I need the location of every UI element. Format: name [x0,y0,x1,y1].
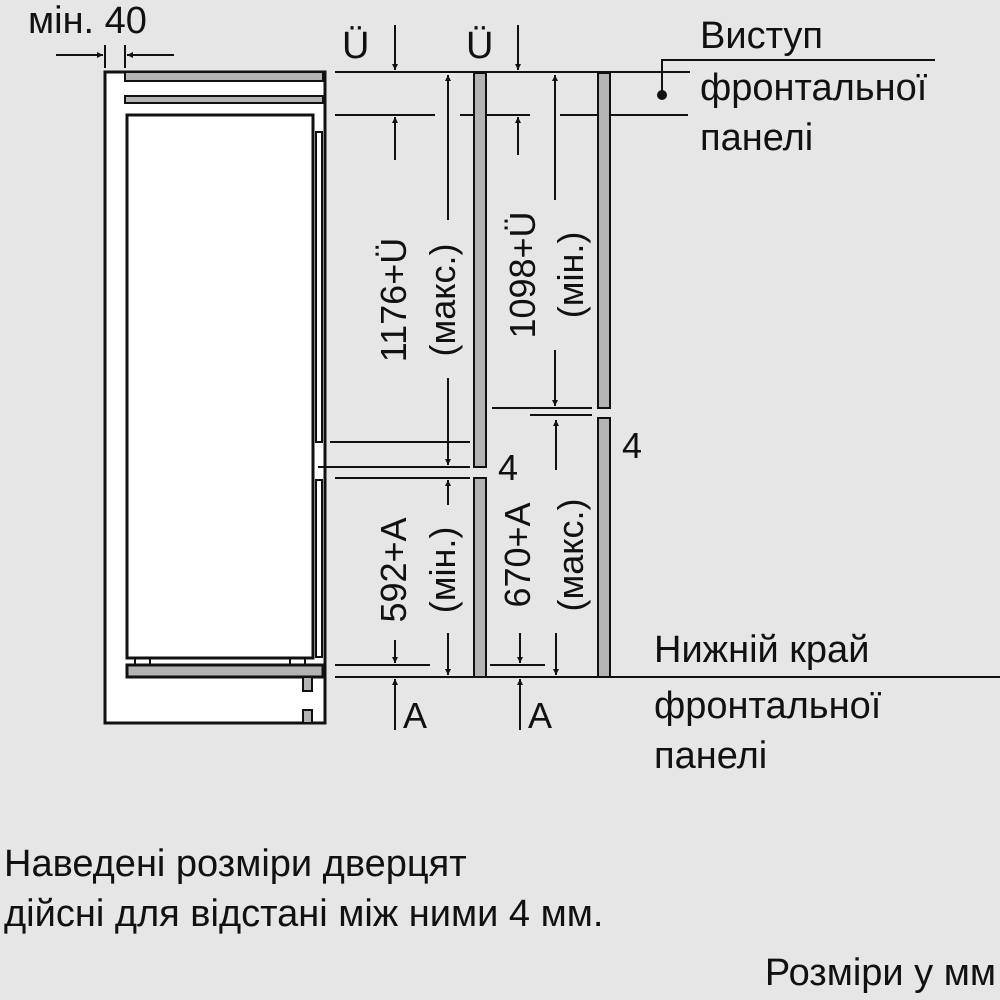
leader-line [661,59,935,95]
callout-top-line-1: Виступ [700,15,823,57]
callout-top-line-3: панелі [700,117,813,159]
door-lower-left [473,477,487,678]
units-note: Розміри у мм [765,952,996,994]
leader-dot [657,90,667,100]
top-panel-1 [124,71,324,82]
plinth-block-1 [302,676,313,692]
min-gap-label: мін. 40 [28,0,147,42]
plinth-block-2 [302,709,313,724]
dim-lower-right-note: (макс.) [550,499,591,612]
dim-lower-left-note: (мін.) [422,527,463,614]
bottom-symbol-2: A [528,695,552,736]
door-upper-left [473,72,487,468]
callout-bottom-line-2: фронтальної [654,685,882,727]
bottom-panel [125,663,325,679]
callout-bottom-line-3: панелі [654,735,767,777]
dim-upper-left-note: (макс.) [422,244,463,357]
note-line-2: дійсні для відстані між ними 4 мм. [4,893,603,935]
bottom-symbol-1: A [403,695,427,736]
side-strip-upper [315,131,323,443]
dim-upper-right: 1098+Ü [502,211,543,338]
dim-upper-left: 1176+Ü [373,238,414,362]
callout-top-line-2: фронтальної [700,67,928,109]
note-line-1: Наведені розміри дверцят [4,843,467,885]
gap-label-left: 4 [498,447,518,488]
door-lower-right [597,417,611,678]
dim-lower-right: 670+A [497,502,538,607]
callout-bottom-line-1: Нижній край [654,629,869,671]
appliance-body [125,113,315,660]
overhang-symbol-1: Ü [342,25,369,67]
dim-upper-right-note: (мін.) [550,232,591,319]
top-panel-2 [124,95,324,104]
dim-lower-left: 592+A [373,517,414,622]
gap-label-right: 4 [622,425,642,466]
overhang-symbol-2: Ü [466,25,493,67]
side-strip-lower [315,479,323,658]
door-upper-right [597,72,611,409]
